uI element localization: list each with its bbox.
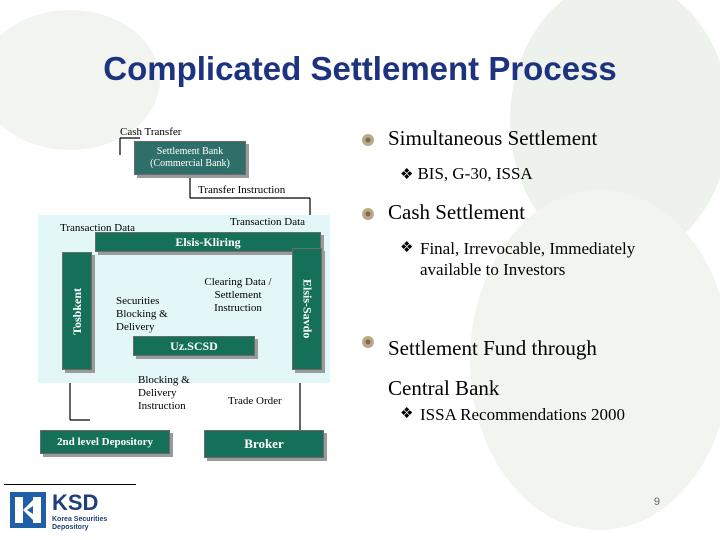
- bullet-3: Settlement Fund through Central Bank: [388, 336, 597, 400]
- bullet-1: Simultaneous Settlement: [388, 126, 598, 150]
- tosbkent-label: Tosbkent: [69, 287, 84, 335]
- bullet-2: Cash Settlement: [388, 200, 526, 224]
- second-level-depository-box: 2nd level Depository: [40, 430, 170, 454]
- diamond-bullet-icon: ❖: [400, 406, 414, 422]
- uzscsd-box: Uz.SCSD: [133, 336, 255, 356]
- elsis-kliring-label: Elsis-Kliring: [175, 234, 241, 249]
- flower-bullet-icon: [362, 336, 374, 348]
- bullet-1-sub: ❖BIS, G-30, ISSA: [400, 164, 533, 183]
- settlement-bank-label: Settlement Bank (Commercial Bank): [150, 146, 230, 169]
- broker-box: Broker: [204, 430, 324, 458]
- transaction-data-right: Transaction Data: [230, 216, 306, 228]
- logo-divider: [4, 484, 136, 485]
- transfer-instruction-label: Transfer Instruction: [198, 184, 286, 196]
- tosbkent-box: Tosbkent: [62, 252, 92, 370]
- flower-bullet-icon: [362, 134, 374, 146]
- bullet-2-sub: ❖ Final, Irrevocable, Immediately availa…: [400, 239, 636, 279]
- second-level-depository-label: 2nd level Depository: [57, 436, 153, 448]
- elsis-kliring-box: Elsis-Kliring: [95, 232, 321, 252]
- slide-title: Complicated Settlement Process: [103, 50, 617, 87]
- cash-transfer-label: Cash Transfer: [120, 126, 182, 138]
- elsis-savdo-box: Elsis-Savdo: [292, 248, 322, 370]
- elsis-savdo-label: Elsis-Savdo: [300, 279, 315, 339]
- logo-text: KSD: [52, 490, 99, 515]
- securities-blocking-label: Securities Blocking & Delivery: [116, 295, 168, 333]
- blocking-delivery-label: Blocking & Delivery Instruction: [138, 374, 190, 412]
- broker-label: Broker: [244, 436, 284, 451]
- uzscsd-label: Uz.SCSD: [170, 338, 218, 353]
- diamond-bullet-icon: ❖: [400, 167, 414, 183]
- logo-subtitle: Korea Securities Depository: [52, 516, 108, 531]
- transaction-data-left: Transaction Data: [60, 222, 136, 234]
- trade-order-label: Trade Order: [228, 395, 282, 407]
- ksd-logo-icon: [10, 492, 46, 528]
- flower-bullet-icon: [362, 208, 374, 220]
- page-number: 9: [653, 496, 660, 508]
- settlement-bank-box: Settlement Bank (Commercial Bank): [134, 141, 246, 175]
- diamond-bullet-icon: ❖: [400, 240, 414, 256]
- bullet-3-sub: ❖ ISSA Recommendations 2000: [400, 405, 625, 424]
- clearing-data-label: Clearing Data / Settlement Instruction: [204, 276, 272, 314]
